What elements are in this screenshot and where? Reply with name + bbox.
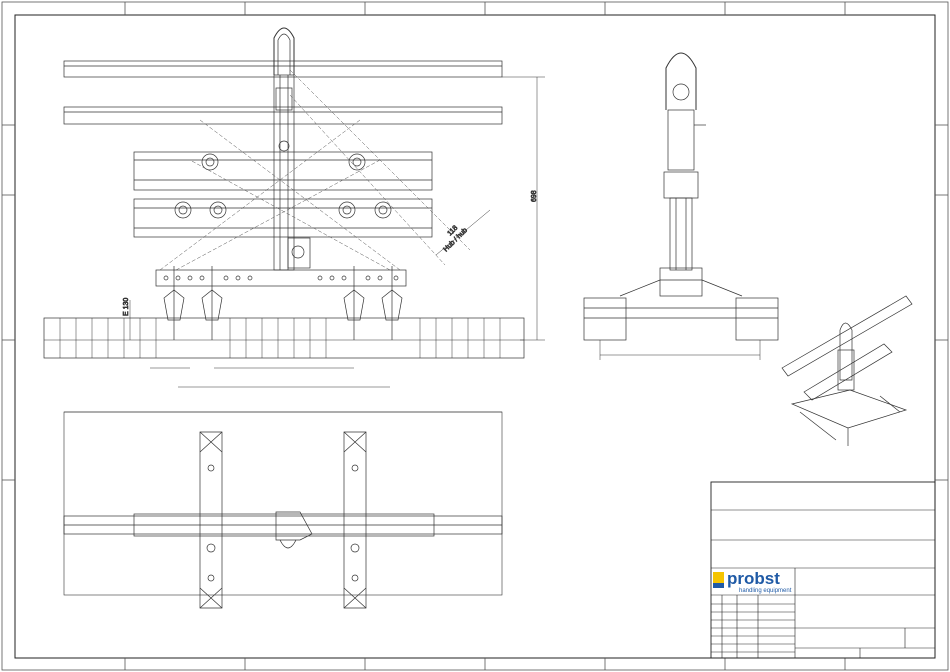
iso-long-bar <box>782 296 912 376</box>
side-lifting-eye <box>666 53 696 110</box>
adjustment-crossbar <box>156 270 406 286</box>
central-column <box>274 75 294 270</box>
top-view-clamp-left <box>200 432 222 608</box>
construction-lines <box>160 70 470 270</box>
side-view <box>584 53 778 360</box>
logo-tagline: handling equipment <box>739 588 792 594</box>
front-view: 698 118 Hub / hub E 130 <box>44 28 545 387</box>
logo-mark <box>713 572 724 583</box>
iso-short-bar <box>804 344 892 400</box>
crossbar-holes <box>164 276 398 280</box>
dimension-lines <box>130 77 545 387</box>
lifting-eye <box>274 28 294 75</box>
side-base-left <box>584 298 626 340</box>
clamp-plate-upper <box>134 152 432 190</box>
top-beam-lower <box>64 107 502 124</box>
top-view-envelope <box>64 412 502 595</box>
iso-base-frame <box>792 390 906 428</box>
top-view <box>64 412 502 608</box>
inner-border <box>15 15 935 658</box>
isometric-view <box>782 296 912 446</box>
probst-logo: probst handling equipment <box>713 569 792 594</box>
top-view-clamp-right <box>344 432 366 608</box>
dim-clamp-height: E 130 <box>123 298 130 316</box>
logo-wordmark: probst <box>727 569 780 588</box>
clamp-plate-lower <box>134 199 432 237</box>
side-base-right <box>736 298 778 340</box>
top-beam-raised <box>64 61 502 77</box>
dim-overall-height: 698 <box>531 190 538 202</box>
side-column <box>670 198 692 270</box>
